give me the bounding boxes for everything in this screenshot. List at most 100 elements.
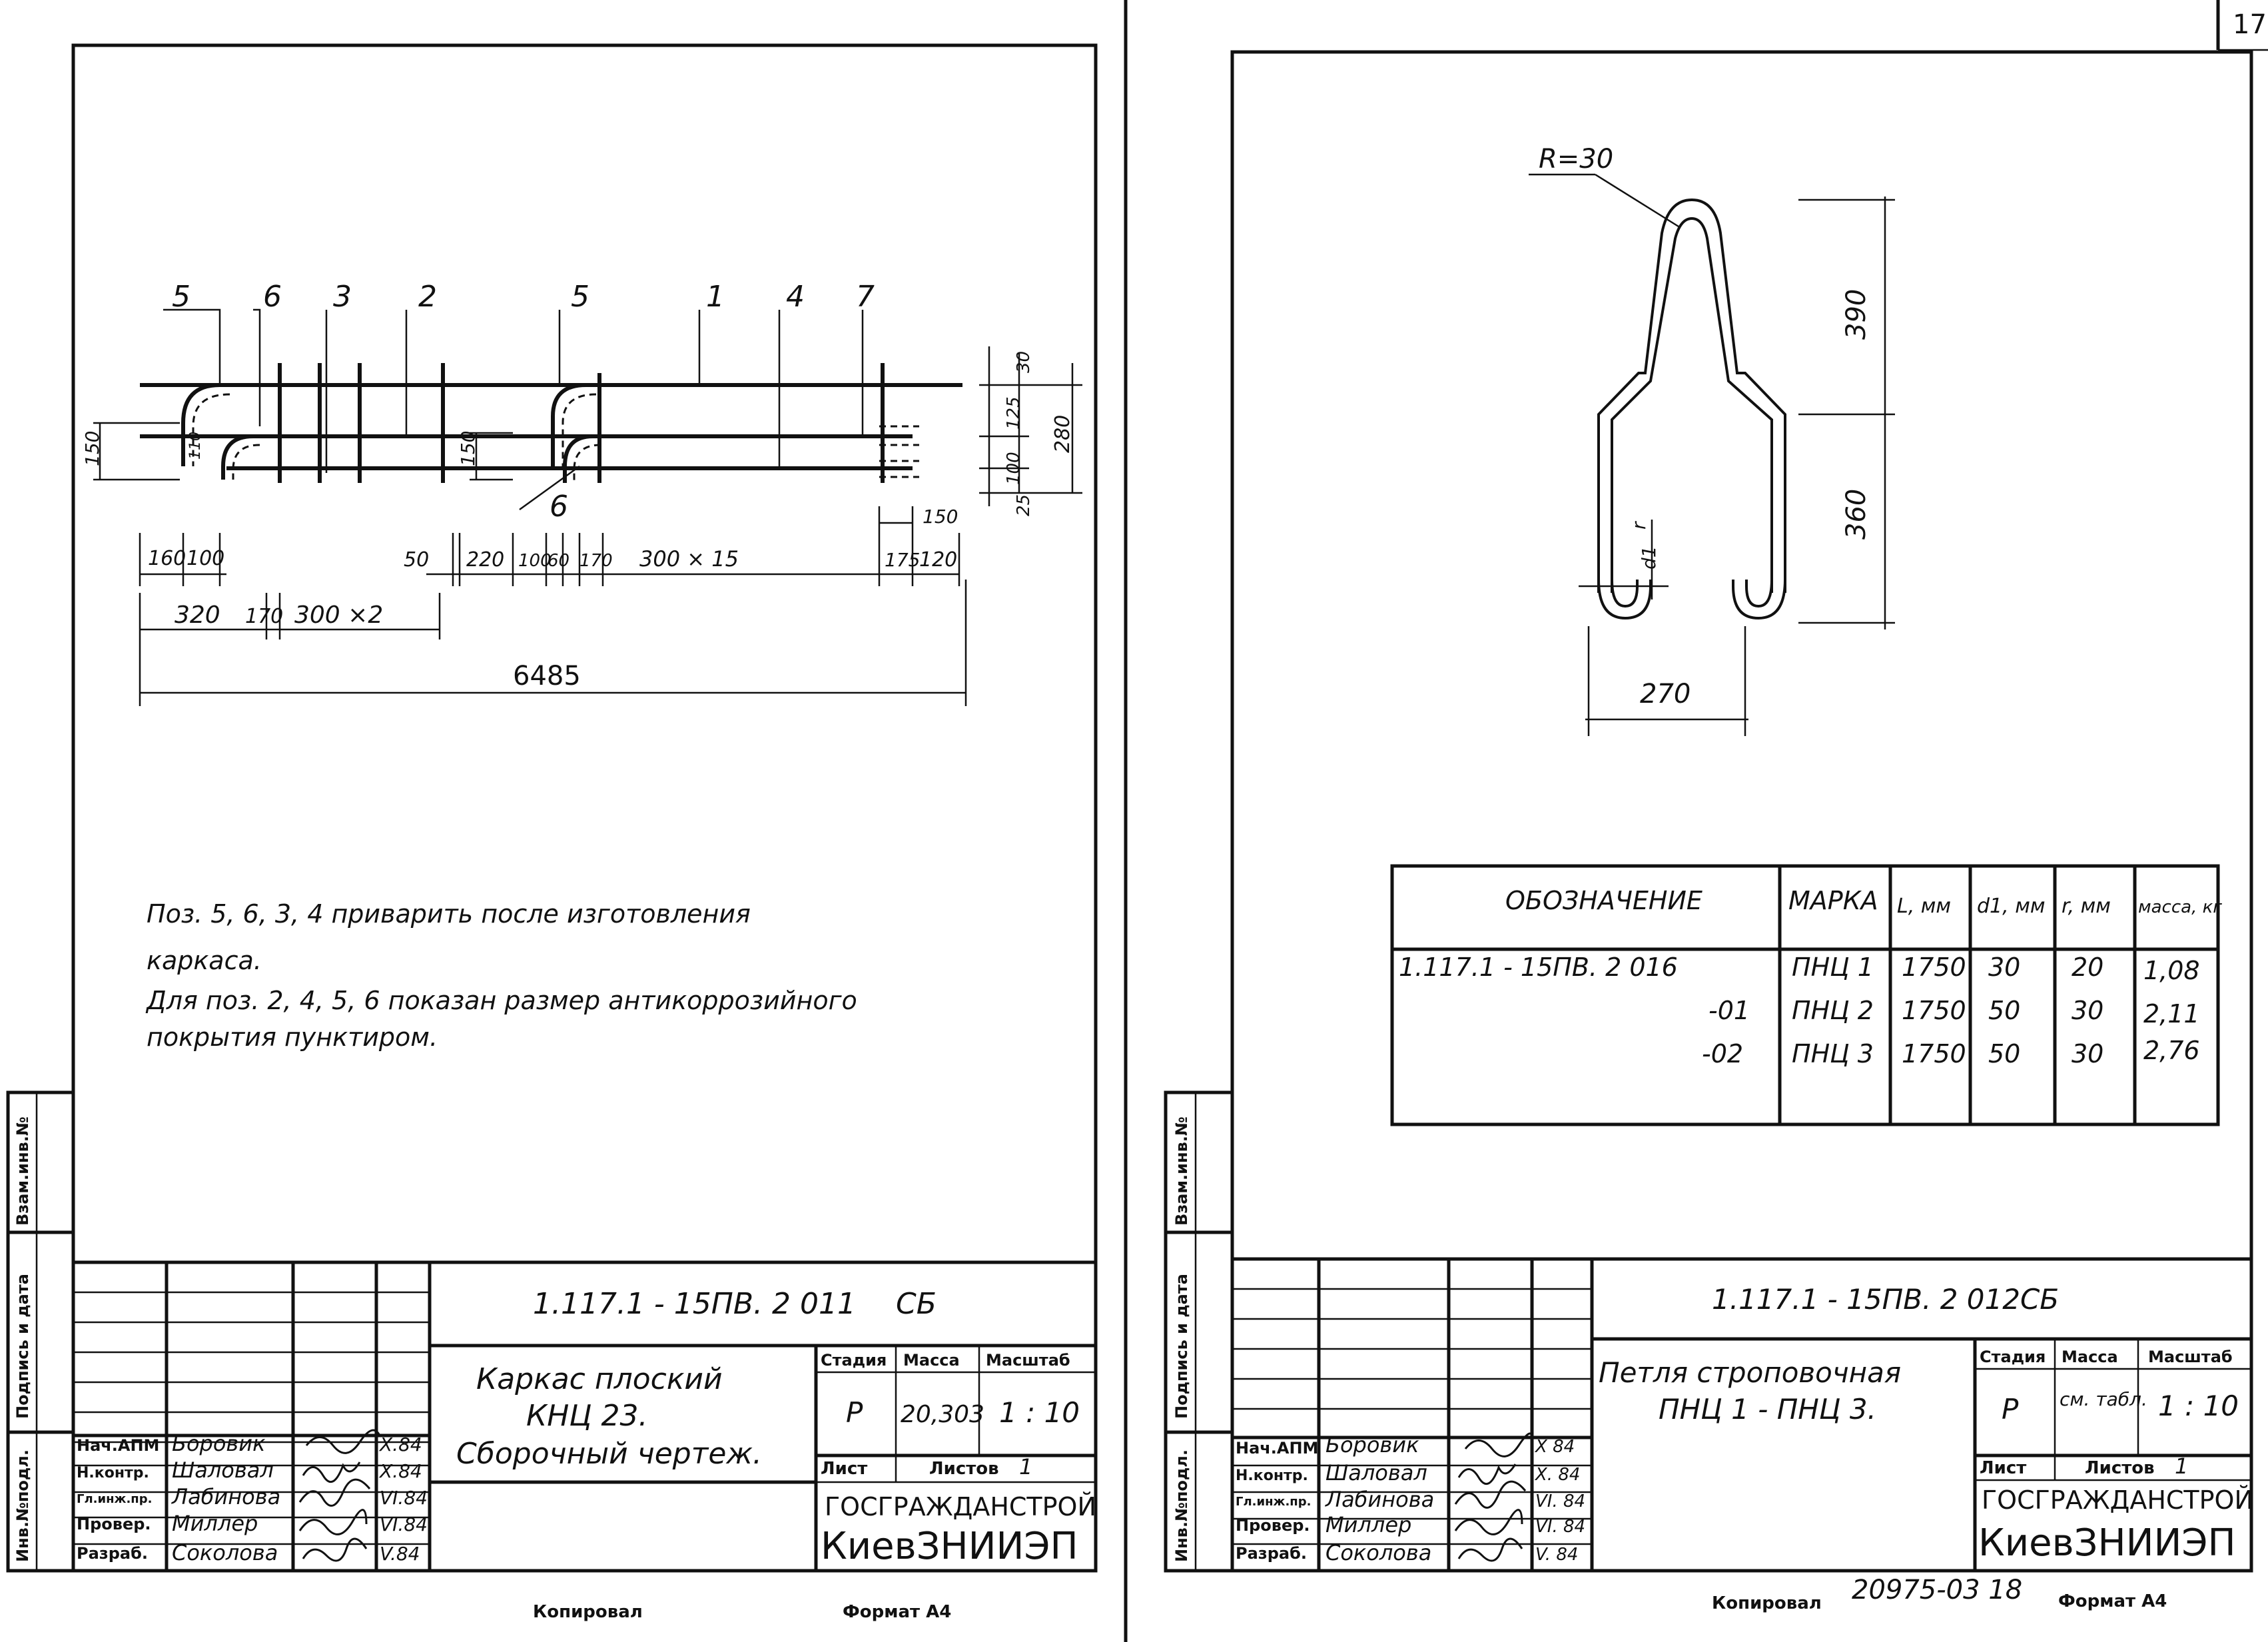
name-1: Шаловал xyxy=(172,1457,274,1483)
dim-30: 30 xyxy=(1014,351,1034,373)
vzam-label-right: Взам.инв.№ xyxy=(1172,1116,1191,1226)
role-1: Н.контр. xyxy=(1236,1467,1308,1484)
title-line-1: Петля строповочная xyxy=(1599,1356,1901,1389)
th-r: r, мм xyxy=(2062,895,2111,918)
cell-r: 20 xyxy=(2072,953,2103,982)
scale-label: Масштаб xyxy=(986,1351,1070,1370)
cell-length: 1750 xyxy=(1902,1039,1966,1068)
role-0: Нач.АПМ xyxy=(1236,1439,1318,1457)
hook-pos6-mid xyxy=(563,434,593,483)
cell-length: 1750 xyxy=(1902,996,1966,1025)
podpis-label-right: Подпись и дата xyxy=(1172,1274,1191,1419)
role-4: Разраб. xyxy=(1236,1544,1307,1563)
callout-4: 4 xyxy=(786,280,805,314)
cell-designation: -01 xyxy=(1708,996,1750,1025)
title-line-1: Каркас плоский xyxy=(476,1362,723,1396)
role-0: Нач.АПМ xyxy=(77,1436,159,1455)
sheets-value: 1 xyxy=(2175,1453,2188,1479)
left-sheet: Взам.инв.№ Подпись и дата Инв.№подл. xyxy=(6,43,1098,1622)
hook-pos5-left xyxy=(181,383,220,466)
name-2: Лабинова xyxy=(171,1484,280,1509)
cell-mass: 1,08 xyxy=(2143,956,2200,985)
dim-100c: 100 xyxy=(518,551,552,571)
spec-row: -01 ПНЦ 2 1750 50 30 2,11 xyxy=(1708,996,2200,1028)
mass-value: 20,303 xyxy=(901,1401,984,1428)
role-4: Разраб. xyxy=(77,1544,148,1563)
role-1: Н.контр. xyxy=(77,1465,149,1481)
left-side-strip: Взам.инв.№ Подпись и дата Инв.№подл. xyxy=(6,1090,75,1573)
designation: 1.117.1 - 15ПВ. 2 012СБ xyxy=(1712,1283,2059,1316)
role-2: Гл.инж.пр. xyxy=(1236,1495,1311,1509)
cell-length: 1750 xyxy=(1902,953,1966,982)
inv-label-right: Инв.№подл. xyxy=(1172,1449,1191,1562)
stage-value: Р xyxy=(2002,1393,2019,1426)
dim-170b: 170 xyxy=(579,551,613,571)
name-3: Миллер xyxy=(172,1511,258,1536)
left-notes: Поз. 5, 6, 3, 4 приварить после изготовл… xyxy=(145,899,857,1052)
dim-300x2: 300 ×2 xyxy=(294,602,383,629)
cell-r: 30 xyxy=(2072,996,2103,1025)
role-3: Провер. xyxy=(77,1515,151,1533)
rebar-cage-drawing: 5 6 3 2 5 1 4 7 6 150 110 150 xyxy=(81,280,1082,706)
org-1: ГОСГРАЖДАНСТРОЙ xyxy=(825,1492,1096,1521)
dim-6485: 6485 xyxy=(513,661,581,691)
role-2: Гл.инж.пр. xyxy=(77,1492,152,1506)
note-line-4: покрытия пунктиром. xyxy=(147,1023,438,1052)
org-2: КиевЗНИИЭП xyxy=(821,1525,1078,1568)
right-format-label: Формат А4 xyxy=(2058,1591,2167,1611)
cell-d1: 50 xyxy=(1988,996,2020,1025)
sheets-label: Листов xyxy=(929,1459,999,1479)
name-0: Боровик xyxy=(172,1431,266,1456)
scale-value: 1 : 10 xyxy=(999,1396,1080,1429)
left-title-block: Нач.АПМ Н.контр. Гл.инж.пр. Провер. Разр… xyxy=(73,1260,1096,1571)
name-0: Боровик xyxy=(1325,1432,1419,1457)
sheets-value: 1 xyxy=(1019,1454,1032,1479)
stage-label: Стадия xyxy=(1980,1348,2046,1366)
dim-60: 60 xyxy=(548,551,569,571)
role-3: Провер. xyxy=(1236,1516,1310,1535)
right-copy-label: Копировал xyxy=(1712,1593,1822,1613)
title-line-2: ПНЦ 1 - ПНЦ 3. xyxy=(1659,1393,1876,1426)
callout-1: 1 xyxy=(706,280,725,314)
date-2: VI.84 xyxy=(380,1487,428,1509)
name-1: Шаловал xyxy=(1325,1460,1427,1485)
dim-100: 100 xyxy=(1004,452,1024,485)
right-sheet: Взам.инв.№ Подпись и дата Инв.№подл. R=3… xyxy=(1164,50,2253,1613)
dim-160: 160 xyxy=(148,547,186,570)
name-3: Миллер xyxy=(1325,1512,1411,1537)
cell-designation: -02 xyxy=(1702,1039,1743,1068)
date-0: X.84 xyxy=(378,1434,422,1455)
cell-mark: ПНЦ 2 xyxy=(1792,996,1874,1025)
left-copy-label: Копировал xyxy=(533,1602,643,1622)
sheets-label: Листов xyxy=(2085,1458,2155,1478)
org-2: КиевЗНИИЭП xyxy=(1978,1521,2236,1565)
title-line-2: КНЦ 23. xyxy=(526,1399,647,1433)
mass-label: Масса xyxy=(2062,1348,2118,1366)
sheet-label: Лист xyxy=(1980,1458,2026,1478)
dim-r: r xyxy=(1628,521,1650,530)
stage-label: Стадия xyxy=(821,1351,887,1370)
podpis-label: Подпись и дата xyxy=(13,1274,32,1419)
cell-mass: 2,76 xyxy=(2143,1036,2200,1065)
dim-50: 50 xyxy=(404,548,429,572)
spec-table: ОБОЗНАЧЕНИЕ МАРКА L, мм d1, мм r, мм мас… xyxy=(1390,864,2222,1126)
cell-d1: 30 xyxy=(1988,953,2020,982)
dim-120: 120 xyxy=(919,548,957,572)
mass-value: см. табл. xyxy=(2060,1388,2147,1410)
hook-pos5-mid xyxy=(551,383,587,466)
name-4: Соколова xyxy=(172,1540,278,1565)
stage-value: Р xyxy=(846,1396,863,1429)
callout-3: 3 xyxy=(333,280,352,314)
left-frame xyxy=(71,43,1098,1573)
th-mark: МАРКА xyxy=(1788,886,1878,915)
dim-110: 110 xyxy=(187,432,204,460)
callout-2: 2 xyxy=(418,280,437,314)
name-4: Соколова xyxy=(1325,1540,1431,1565)
dim-175: 175 xyxy=(885,549,920,571)
date-4: V.84 xyxy=(380,1543,420,1565)
dim-25: 25 xyxy=(1014,494,1034,516)
dim-280: 280 xyxy=(1051,415,1074,453)
note-line-1: Поз. 5, 6, 3, 4 приварить после изготовл… xyxy=(147,899,751,929)
dim-150-left: 150 xyxy=(81,431,103,466)
